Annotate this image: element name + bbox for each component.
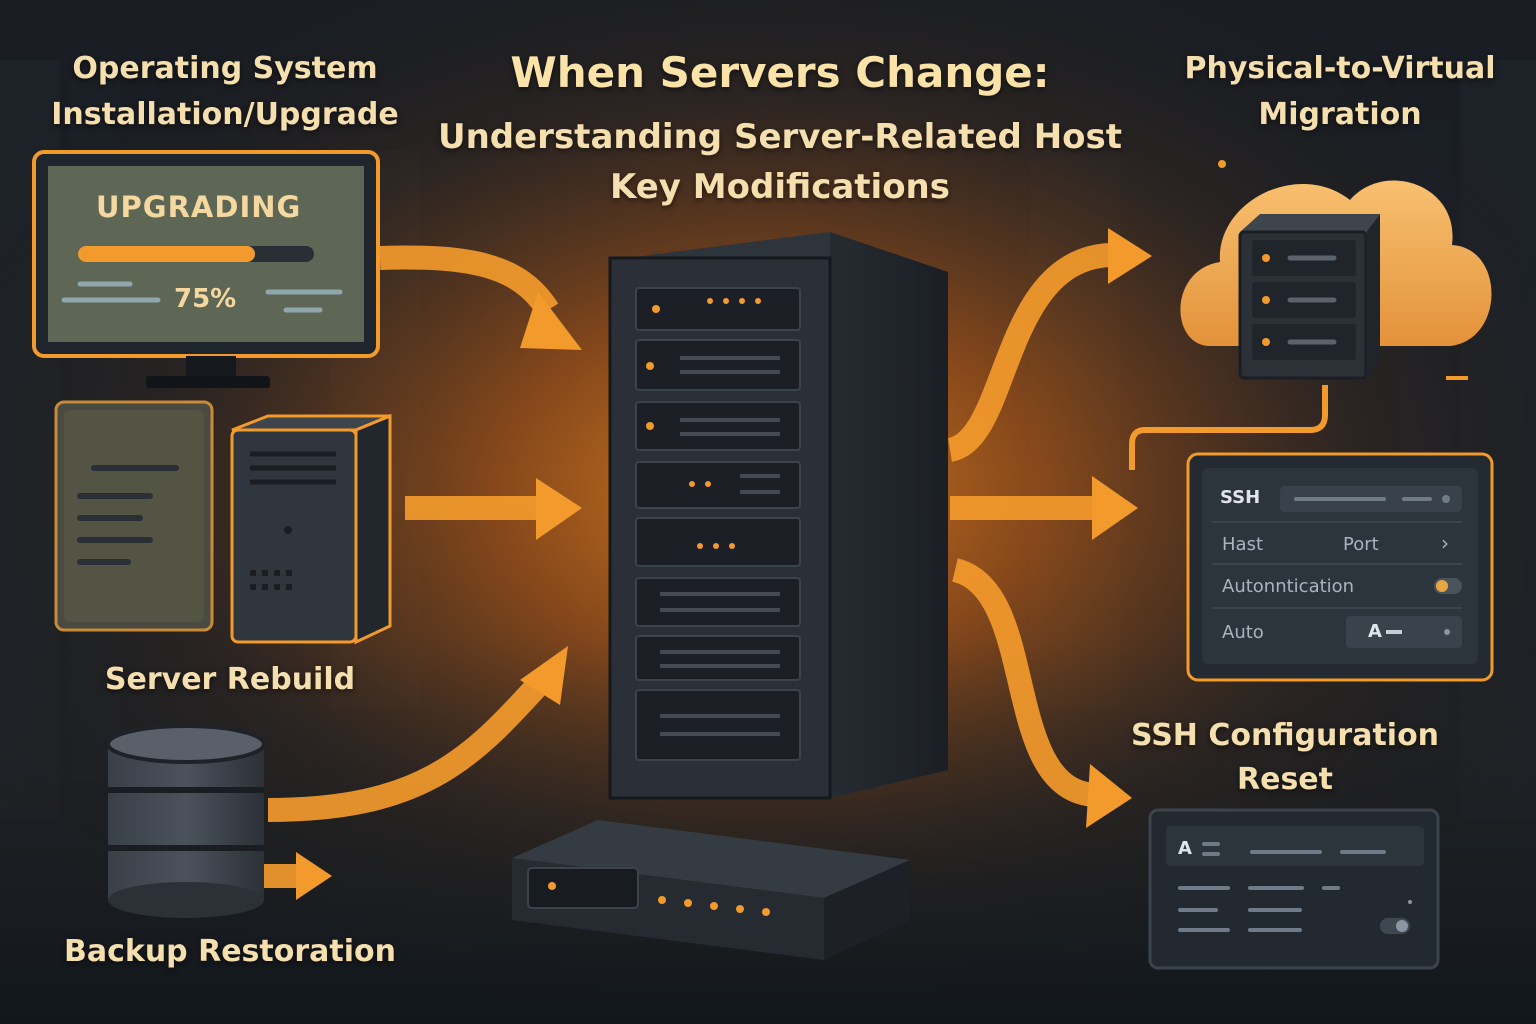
arrowhead-cloud — [1108, 228, 1152, 284]
diagram-title: When Servers Change: — [510, 48, 1050, 97]
label-ssh-reset: SSH Configuration Reset — [1100, 714, 1470, 802]
rack-units — [635, 287, 801, 761]
arrow-rack-to-cloud — [946, 243, 1112, 462]
ssh-panel-header: SSH — [1220, 487, 1261, 508]
monitor-icon — [32, 150, 380, 388]
progress-bar-fill — [78, 246, 255, 262]
label-ssh-line-1: SSH Configuration — [1130, 718, 1440, 753]
monitor-progress-text: 75% — [174, 284, 237, 314]
arrow-heads — [176, 228, 1152, 900]
subtitle-line-2: Key Modifications — [610, 167, 950, 207]
label-os-line-2: Installation/Upgrade — [51, 97, 399, 132]
ssh-auto-value: A — [1368, 621, 1382, 642]
arrow-backup-to-rack — [267, 676, 547, 822]
label-ssh-line-2: Reset — [1237, 762, 1333, 797]
server-rack-icon — [608, 232, 948, 800]
arrowhead-rebuild — [536, 478, 582, 540]
reset-panel-value: A — [1178, 838, 1192, 859]
diagram-subtitle: Understanding Server-Related Host Key Mo… — [380, 112, 1180, 212]
arrow-rack-to-ssh-reset — [951, 558, 1097, 807]
label-os-upgrade: Operating System Installation/Upgrade — [20, 46, 430, 138]
label-p2v-line-1: Physical-to-Virtual — [1184, 51, 1496, 86]
monitor-status-text: UPGRADING — [96, 190, 302, 224]
arrowhead-os — [520, 292, 582, 350]
arrowhead-backup — [520, 646, 568, 705]
ssh-host-label: Hast — [1222, 534, 1264, 555]
label-server-rebuild: Server Rebuild — [104, 662, 356, 697]
network-appliance-icon — [512, 820, 910, 960]
ssh-port-label: Port — [1343, 534, 1379, 555]
subtitle-line-1: Understanding Server-Related Host — [437, 117, 1123, 157]
arrowhead-ssh-panel — [1092, 476, 1138, 540]
label-backup-restoration: Backup Restoration — [63, 934, 396, 969]
monitor-text-lines — [61, 281, 343, 313]
cloud-server-icon — [1180, 180, 1492, 380]
chevron-right-icon[interactable]: › — [1441, 531, 1449, 555]
label-p2v-migration: Physical-to-Virtual Migration — [1150, 46, 1530, 138]
connector-cloud-to-panel — [1129, 385, 1328, 470]
label-os-line-1: Operating System — [72, 51, 378, 86]
arrowhead-backup-out — [296, 852, 332, 900]
label-p2v-line-2: Migration — [1258, 97, 1422, 132]
ssh-reset-panel — [1148, 808, 1440, 970]
ssh-settings-panel — [1186, 452, 1494, 682]
tower-server-icon — [230, 413, 392, 645]
decor-dots — [1218, 160, 1468, 380]
database-icon — [106, 724, 266, 918]
rack-leds — [646, 298, 761, 549]
ssh-auto-label: Auto — [1222, 622, 1264, 643]
document-icon — [54, 400, 214, 632]
rack-vents — [660, 356, 780, 736]
flow-arrows — [255, 243, 1112, 888]
ssh-auth-label: Autonntication — [1222, 576, 1355, 597]
arrowhead-ssh-reset — [1086, 764, 1132, 828]
